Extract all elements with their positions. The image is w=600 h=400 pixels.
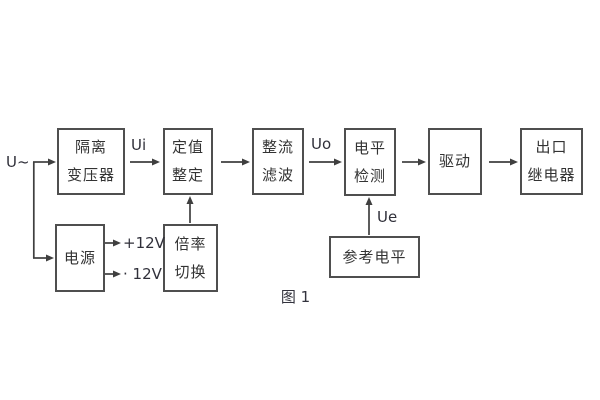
- block-power-supply: 电源: [55, 224, 105, 292]
- arrow-level-to-drive: [402, 158, 426, 166]
- arrow-ratio-to-setting: [186, 196, 194, 223]
- block-reference-level: 参考电平: [329, 236, 420, 278]
- arrow-minus12v: [105, 270, 121, 278]
- block-label: 电平: [353, 138, 386, 157]
- arrow-ue: [365, 197, 373, 235]
- block-label: 切换: [174, 262, 207, 281]
- arrow-setting-to-rectifier: [221, 158, 250, 166]
- block-label: 整定: [171, 166, 204, 184]
- arrow-drive-to-relay: [489, 158, 518, 166]
- block-rectifier-filter: 整流 滤波: [252, 128, 304, 195]
- arrow-plus12v: [105, 239, 121, 247]
- label-minus12v: · 12V: [123, 265, 162, 283]
- block-label: 检测: [353, 166, 386, 185]
- block-label: 电源: [63, 248, 96, 267]
- label-input-voltage: U~: [6, 153, 30, 171]
- block-label: 变压器: [66, 166, 115, 184]
- block-label: 滤波: [261, 166, 294, 184]
- block-label: 继电器: [527, 166, 576, 184]
- block-label: 驱动: [438, 152, 471, 170]
- arrow-input-to-isolation: [33, 158, 56, 166]
- block-label: 参考电平: [342, 247, 407, 266]
- label-ue: Ue: [377, 208, 398, 226]
- block-level-detect: 电平 检测: [344, 128, 396, 196]
- block-label: 倍率: [174, 234, 207, 253]
- block-setting-adjust: 定值 整定: [163, 128, 213, 195]
- arrow-ui: [130, 158, 160, 166]
- label-uo: Uo: [311, 135, 332, 153]
- block-label: 整流: [261, 138, 294, 156]
- block-label: 出口: [535, 138, 568, 156]
- label-ui: Ui: [131, 136, 147, 154]
- block-label: 隔离: [74, 138, 107, 156]
- block-label: 定值: [171, 138, 204, 156]
- block-ratio-switch: 倍率 切换: [163, 224, 218, 292]
- figure-caption: 图 1: [280, 288, 311, 306]
- arrow-uo: [309, 158, 342, 166]
- block-isolation-transformer: 隔离 变压器: [57, 128, 125, 195]
- block-output-relay: 出口 继电器: [520, 128, 583, 195]
- arrow-input-to-power: [32, 162, 54, 262]
- block-drive: 驱动: [428, 128, 482, 195]
- label-plus12v: +12V: [123, 234, 165, 252]
